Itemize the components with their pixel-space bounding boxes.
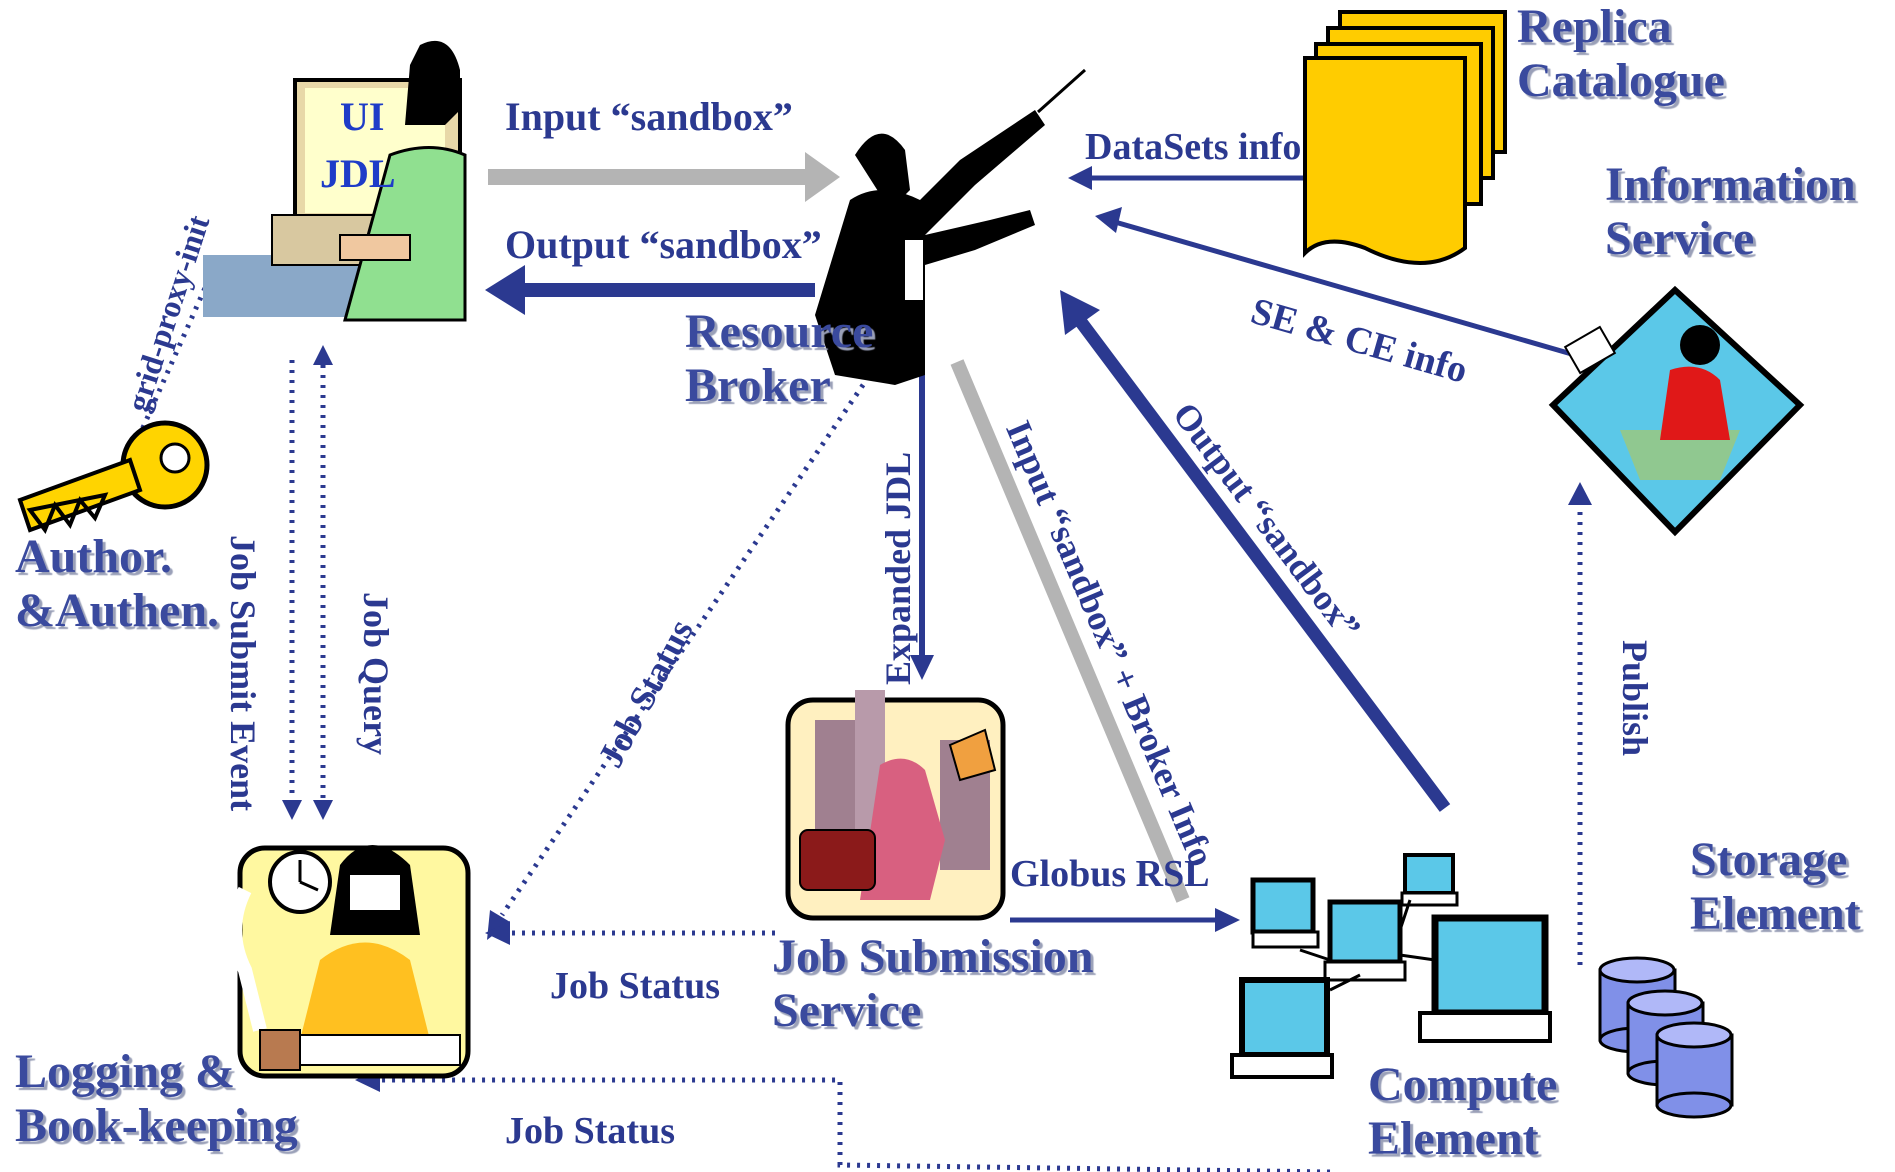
expanded-jdl-label: Expanded JDL xyxy=(878,451,918,685)
arrow-output-sandbox xyxy=(485,265,815,315)
arrow-datasets-info xyxy=(1068,166,1310,190)
computers-icon xyxy=(1230,853,1552,1079)
compute-element-line2: Element xyxy=(1368,1111,1539,1165)
job-status-ce-label: Job Status xyxy=(505,1110,675,1152)
information-service-line1: Information xyxy=(1605,158,1856,211)
arrow-expanded-jdl xyxy=(910,340,934,680)
logging-icon xyxy=(228,845,471,1079)
arrow-job-status-jss xyxy=(485,921,775,945)
information-service-label: Information Service xyxy=(1605,158,1856,266)
resource-broker-line1: Resource xyxy=(685,305,874,358)
resource-broker-line2: Broker xyxy=(685,358,831,412)
arrow-job-query xyxy=(313,345,333,820)
arrow-output-sandbox-ce xyxy=(1060,290,1451,812)
ui-label: UI xyxy=(340,94,385,139)
job-submission-icon xyxy=(785,690,1006,921)
arrow-grid-proxy-init xyxy=(130,268,216,452)
arrow-se-ce-info xyxy=(1095,207,1576,358)
logging-label: Logging & Book-keeping xyxy=(15,1045,298,1153)
information-service-icon xyxy=(1548,285,1805,537)
arrow-job-status-ce xyxy=(355,1068,1331,1172)
job-query-label: Job Query xyxy=(356,592,396,756)
arrow-input-sandbox xyxy=(488,152,840,202)
job-submit-event-label: Job Submit Event xyxy=(223,535,263,812)
information-service-line2: Service xyxy=(1605,211,1755,265)
author-authen-label: Author. &Authen. xyxy=(15,530,219,638)
compute-element-label: Compute Element xyxy=(1368,1058,1557,1166)
resource-broker-label: Resource Broker xyxy=(685,305,873,413)
output-sandbox-label: Output “sandbox” xyxy=(505,222,822,267)
arrow-publish xyxy=(1568,482,1592,965)
jdl-label: JDL xyxy=(320,151,396,196)
globus-rsl-label: Globus RSL xyxy=(1010,853,1210,895)
folders-icon xyxy=(1303,10,1507,265)
key-icon xyxy=(17,420,210,535)
storage-cylinders-icon xyxy=(1598,956,1734,1119)
author-line2: &Authen. xyxy=(15,583,220,637)
job-submission-label: Job Submission Service xyxy=(772,930,1094,1038)
arrow-globus-rsl xyxy=(1010,908,1240,932)
publish-label: Publish xyxy=(1615,640,1655,757)
input-sandbox-label: Input “sandbox” xyxy=(505,94,793,139)
job-status-jss-label: Job Status xyxy=(550,965,720,1007)
storage-element-label: Storage Element xyxy=(1690,833,1861,941)
replica-catalogue-line2: Catalogue xyxy=(1517,53,1725,107)
job-submission-line1: Job Submission xyxy=(772,930,1094,983)
storage-element-line1: Storage xyxy=(1690,833,1848,886)
arrow-input-sandbox-brokerinfo xyxy=(950,359,1190,903)
ui-workstation-icon xyxy=(203,40,467,322)
author-line1: Author. xyxy=(15,530,172,583)
logging-line2: Book-keeping xyxy=(15,1098,298,1152)
arrow-job-submit-event xyxy=(282,360,302,820)
logging-line1: Logging & xyxy=(15,1045,236,1098)
conductor-icon xyxy=(815,68,1086,385)
replica-catalogue-line1: Replica xyxy=(1517,0,1672,53)
compute-element-line1: Compute xyxy=(1368,1058,1558,1111)
storage-element-line2: Element xyxy=(1690,886,1861,940)
job-submission-line2: Service xyxy=(772,983,922,1037)
datasets-info-label: DataSets info xyxy=(1085,126,1302,168)
replica-catalogue-label: Replica Catalogue xyxy=(1517,0,1725,108)
